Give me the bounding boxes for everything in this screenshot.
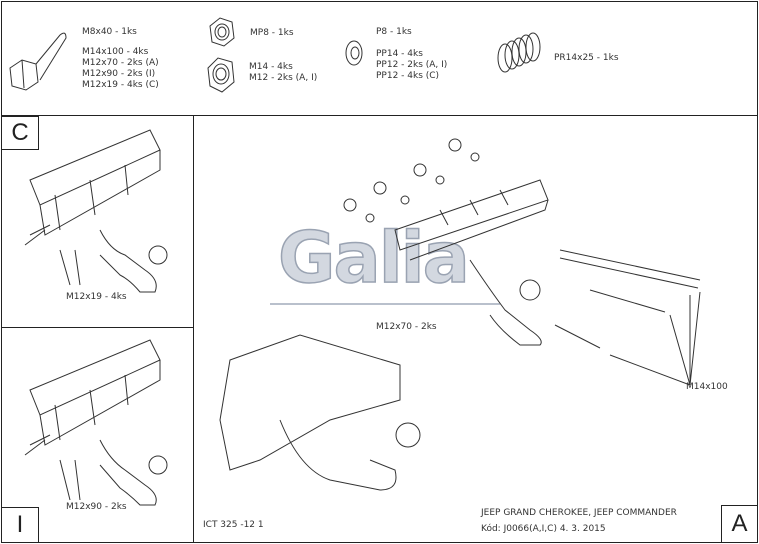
callout-c: M12x19 - 4ks — [66, 292, 127, 302]
spring-icon — [497, 32, 541, 73]
spring-spec: PR14x25 - 1ks — [554, 53, 619, 63]
washer-spec: PP12 - 2ks (A, I) — [376, 60, 448, 70]
kit-code: Kód: J0066(A,I,C) 4. 3. 2015 — [481, 524, 606, 534]
callout-a-main: M14x100 — [686, 382, 728, 392]
logo-underline — [270, 303, 500, 305]
callout-a-bolt: M12x70 - 2ks — [376, 322, 437, 332]
bolt-list: M8x40 - 1ks M14x100 - 4ks M12x70 - 2ks (… — [82, 27, 159, 91]
parts-panel-divider — [1, 115, 758, 116]
washer-spec: PP14 - 4ks — [376, 49, 423, 59]
nut-icon — [207, 57, 235, 93]
view-c-drawing — [24, 129, 168, 293]
washer-icon — [345, 40, 363, 66]
view-a-exploded-drawing — [219, 138, 701, 491]
lock-nut-icon — [209, 17, 235, 47]
drawing-number: ICT 325 -12 1 — [203, 520, 264, 530]
bolt-spec: M14x100 - 4ks — [82, 47, 149, 57]
nut-spec: M14 - 4ks — [249, 62, 293, 72]
callout-i: M12x90 - 2ks — [66, 502, 127, 512]
view-divider — [1, 327, 194, 328]
vehicle-title: JEEP GRAND CHEROKEE, JEEP COMMANDER — [481, 508, 677, 518]
view-label-c: C — [1, 116, 39, 150]
nut-spec: M12 - 2ks (A, I) — [249, 73, 318, 83]
bolt-spec: M12x90 - 2ks (I) — [82, 69, 156, 79]
galia-logo-watermark: Galia — [277, 217, 470, 299]
washer-spec: PP12 - 4ks (C) — [376, 71, 440, 81]
left-column-divider — [193, 115, 194, 543]
bolt-spec: M8x40 - 1ks — [82, 27, 137, 37]
view-label-a: A — [721, 505, 758, 543]
washer-spec: P8 - 1ks — [376, 27, 412, 37]
washer-list: P8 - 1ks PP14 - 4ks PP12 - 2ks (A, I) PP… — [376, 27, 447, 82]
lock-nut-spec: MP8 - 1ks — [250, 28, 294, 38]
nut-list: M14 - 4ks M12 - 2ks (A, I) — [249, 62, 317, 84]
bolt-spec: M12x70 - 2ks (A) — [82, 58, 159, 68]
view-label-i: I — [1, 507, 39, 543]
view-i-drawing — [24, 339, 168, 506]
bolt-icon — [9, 32, 67, 91]
bolt-spec: M12x19 - 4ks (C) — [82, 80, 159, 90]
